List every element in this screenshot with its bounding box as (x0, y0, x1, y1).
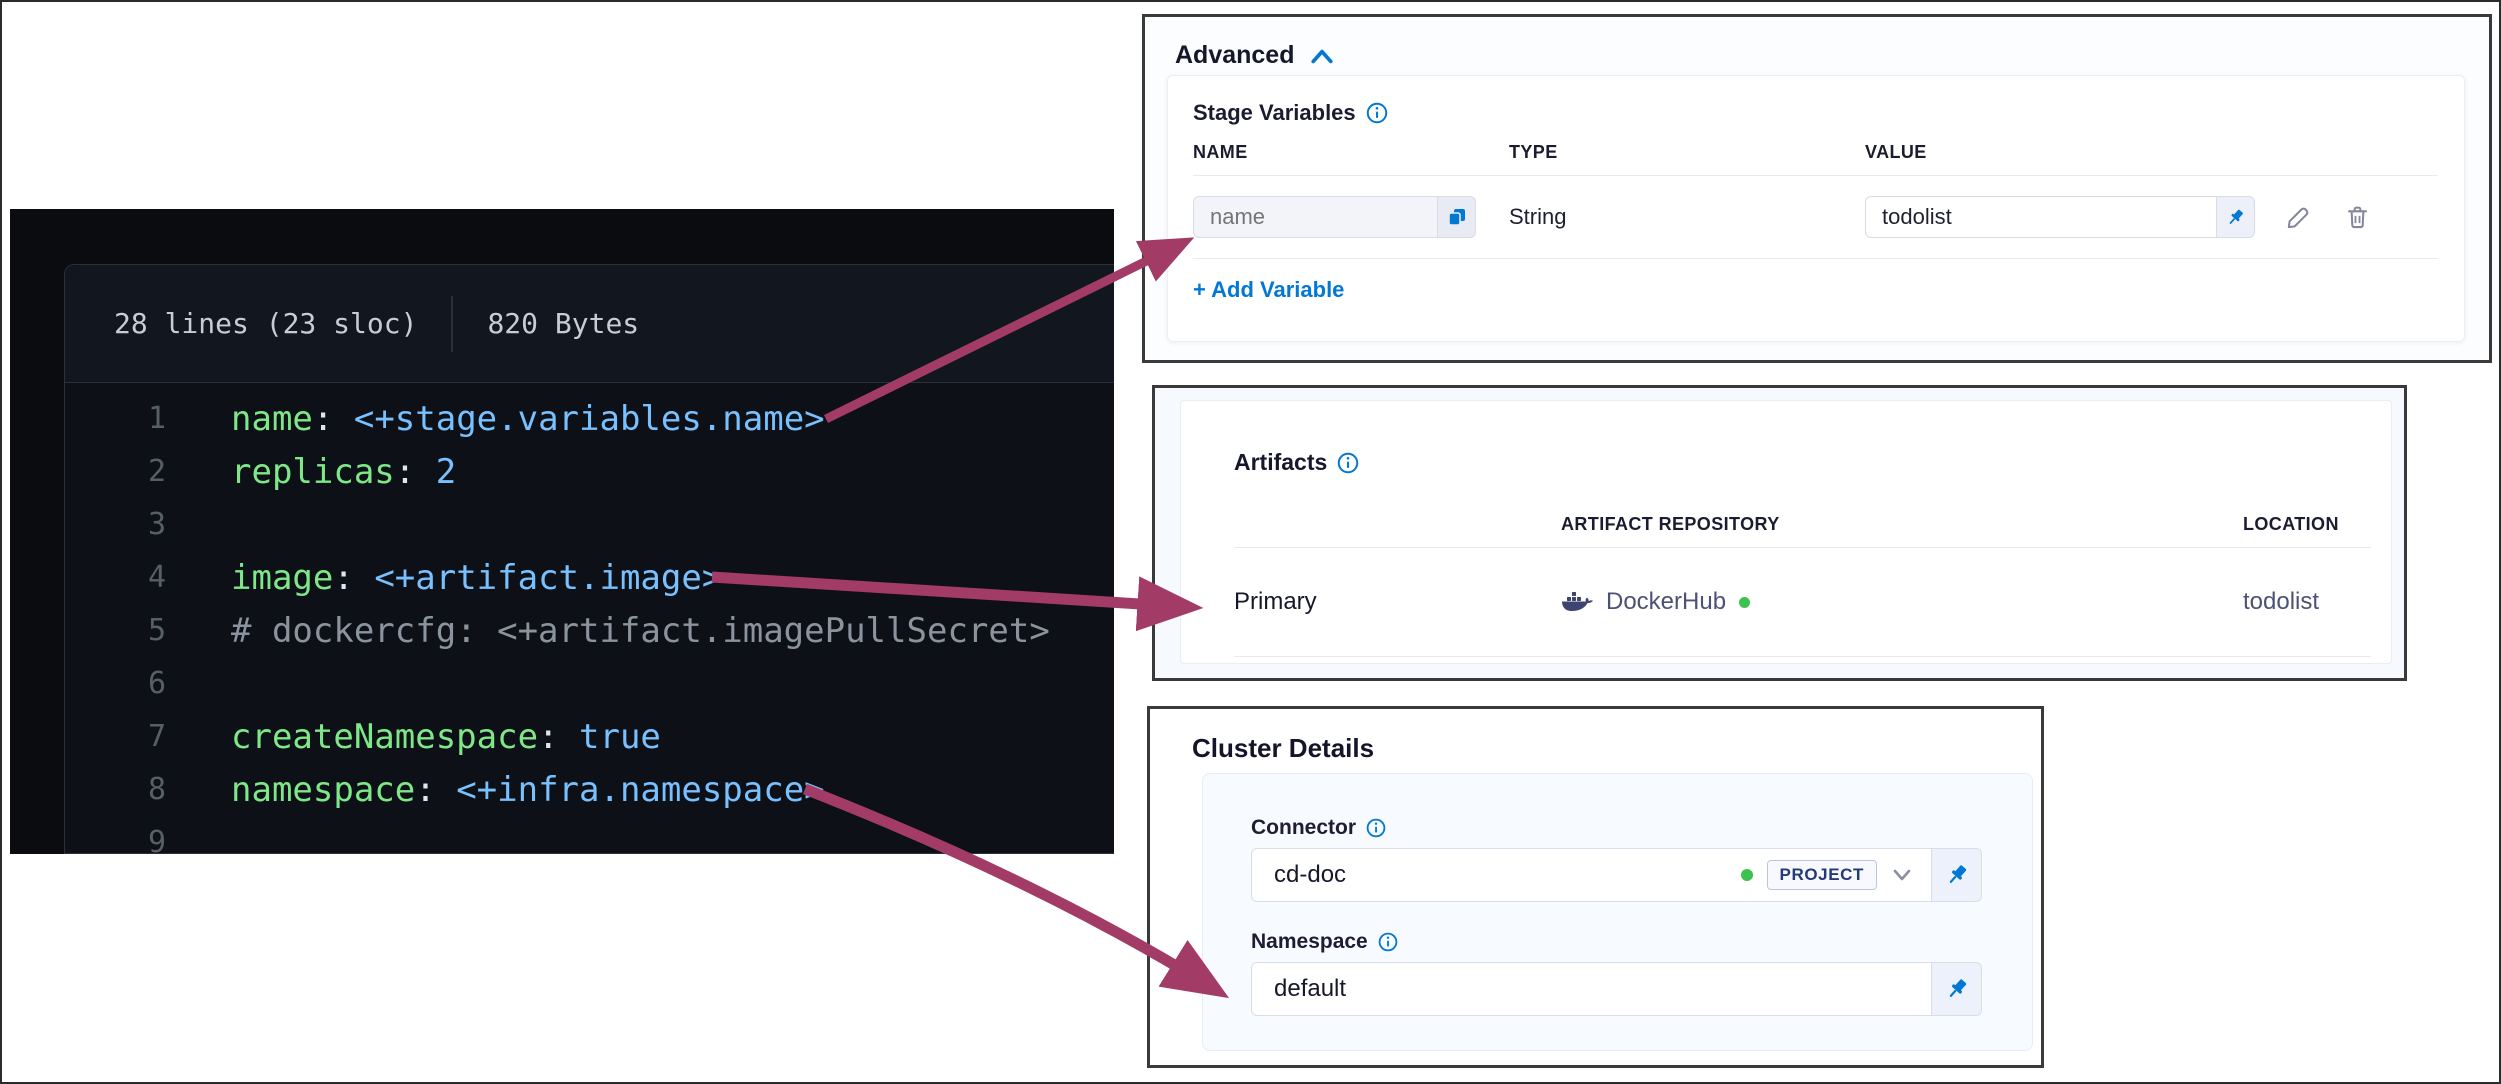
line-number[interactable]: 8 (147, 772, 166, 807)
line-number[interactable]: 3 (147, 507, 166, 542)
code-card: 28 lines (23 sloc) 820 Bytes 1 name: <+st… (64, 264, 1114, 854)
code-file-header: 28 lines (23 sloc) 820 Bytes (65, 265, 1114, 383)
connector-status-dot (1739, 596, 1751, 608)
code-line: 3 (65, 498, 1114, 551)
row-divider (1234, 547, 2371, 548)
code-line-text: # dockercfg: <+artifact.imagePullSecret> (231, 610, 1050, 651)
pencil-icon (2287, 207, 2309, 228)
namespace-input[interactable] (1272, 974, 1913, 1004)
variable-value-input[interactable] (1865, 196, 2217, 238)
code-file-size: 820 Bytes (487, 307, 640, 340)
code-line: 1 name: <+stage.variables.name> (65, 392, 1114, 445)
connector-select[interactable]: PROJECT (1251, 848, 1932, 902)
chevron-up-icon[interactable] (1310, 47, 1334, 65)
code-line-text: image: <+artifact.image> (231, 557, 723, 598)
info-icon[interactable] (1337, 452, 1359, 474)
code-line: 4 image: <+artifact.image> (65, 551, 1114, 604)
variable-value-cell (1865, 196, 2438, 238)
add-variable-button[interactable]: + Add Variable (1193, 277, 1345, 302)
line-number[interactable]: 4 (147, 560, 166, 595)
artifacts-panel: Artifacts ARTIFACT REPOSITORY LOCATION P… (1152, 385, 2407, 681)
copy-button[interactable] (1438, 196, 1476, 238)
artifact-row: Primary DockerHub todolist (1234, 548, 2371, 656)
namespace-field (1251, 962, 1932, 1016)
copy-icon (1447, 209, 1465, 226)
connector-field-row: PROJECT (1251, 848, 1982, 902)
column-artifact-repository: ARTIFACT REPOSITORY (1561, 514, 1780, 534)
artifact-location: todolist (2243, 588, 2320, 615)
code-line-text: createNamespace: true (231, 716, 661, 757)
code-line: 8 namespace: <+infra.namespace> (65, 763, 1114, 816)
pushpin-icon (1949, 865, 1966, 883)
advanced-title: Advanced (1175, 41, 1295, 69)
code-line: 7 createNamespace: true (65, 710, 1114, 763)
stage-variables-card: Stage Variables NAME TYPE VALUE (1167, 75, 2465, 342)
pushpin-icon (1949, 979, 1966, 997)
cluster-details-card: Connector PROJECT (1202, 773, 2033, 1051)
variable-name-group (1193, 196, 1509, 238)
code-line: 6 (65, 657, 1114, 710)
info-icon[interactable] (1366, 102, 1388, 124)
line-number[interactable]: 9 (147, 825, 166, 854)
code-line: 5 # dockercfg: <+artifact.imagePullSecret… (65, 604, 1114, 657)
column-type: TYPE (1509, 142, 1558, 162)
fixed-value-pin-button[interactable] (1932, 962, 1982, 1016)
cluster-details-panel: Cluster Details Connector PROJECT (1147, 706, 2044, 1068)
docker-whale-icon (1562, 592, 1593, 611)
header-divider (451, 295, 454, 352)
code-line-text: replicas: 2 (231, 451, 457, 492)
connector-status-dot (1740, 869, 1753, 881)
row-divider (1193, 175, 2438, 176)
artifact-label: Primary (1234, 588, 1317, 615)
stage-variables-title: Stage Variables (1193, 100, 1356, 125)
code-viewer-panel: 28 lines (23 sloc) 820 Bytes 1 name: <+st… (10, 209, 1114, 854)
code-body: 1 name: <+stage.variables.name> 2 replicas:… (65, 383, 1114, 854)
artifact-repository-cell: DockerHub (1561, 588, 2243, 616)
edit-variable-button[interactable] (2285, 204, 2312, 231)
line-number[interactable]: 1 (147, 401, 166, 436)
namespace-label: Namespace (1251, 930, 1368, 953)
variable-value-group (1865, 196, 2255, 238)
advanced-panel: Advanced Stage Variables NAME TYPE VALUE (1142, 14, 2492, 363)
info-icon[interactable] (1366, 818, 1386, 838)
info-icon[interactable] (1378, 932, 1398, 952)
column-location: LOCATION (2243, 514, 2339, 534)
fixed-value-pin-button[interactable] (2217, 196, 2255, 238)
row-divider (1234, 656, 2371, 657)
code-line: 2 replicas: 2 (65, 445, 1114, 498)
artifacts-card: Artifacts ARTIFACT REPOSITORY LOCATION P… (1180, 400, 2392, 664)
row-divider (1193, 258, 2438, 259)
artifact-repository-link[interactable]: DockerHub (1606, 588, 1727, 615)
connector-input[interactable] (1272, 860, 1741, 890)
chevron-down-icon[interactable] (1891, 867, 1913, 883)
connector-label: Connector (1251, 816, 1356, 839)
scope-badge[interactable]: PROJECT (1766, 860, 1877, 890)
variable-type: String (1509, 204, 1567, 229)
delete-variable-button[interactable] (2344, 204, 2371, 231)
stage-variable-row: String (1193, 176, 2438, 258)
line-number[interactable]: 2 (147, 454, 166, 489)
trash-icon (2348, 206, 2367, 228)
code-lines-count: 28 lines (23 sloc) (114, 307, 418, 340)
column-name: NAME (1193, 142, 1248, 162)
advanced-section-toggle[interactable]: Advanced (1175, 41, 1334, 70)
namespace-field-row (1251, 962, 1982, 1016)
line-number[interactable]: 7 (147, 719, 166, 754)
line-number[interactable]: 5 (147, 613, 166, 648)
artifacts-title: Artifacts (1234, 449, 1328, 475)
variable-name-input[interactable] (1193, 196, 1438, 238)
artifacts-header-row: ARTIFACT REPOSITORY LOCATION (1234, 514, 2371, 547)
line-number[interactable]: 6 (147, 666, 166, 701)
code-line-text: name: <+stage.variables.name> (231, 398, 825, 439)
fixed-value-pin-button[interactable] (1932, 848, 1982, 902)
stage-variables-header-row: NAME TYPE VALUE (1193, 142, 2438, 175)
pushpin-icon (2229, 209, 2243, 224)
cluster-details-title: Cluster Details (1192, 733, 1375, 763)
column-value: VALUE (1865, 142, 1927, 162)
code-line: 9 (65, 816, 1114, 854)
code-line-text: namespace: <+infra.namespace> (231, 769, 825, 810)
